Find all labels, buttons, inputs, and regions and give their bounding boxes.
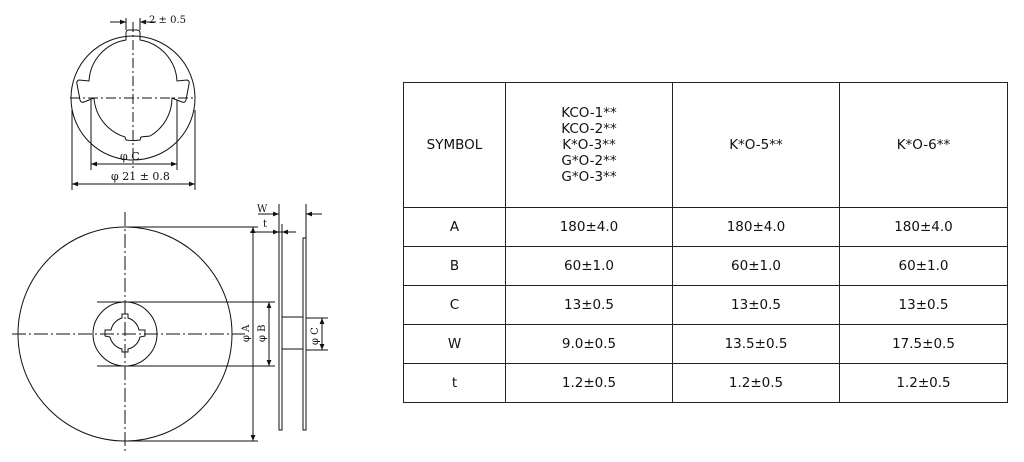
series-1-line: K*O-3** <box>562 137 616 153</box>
flange-edge-left <box>278 231 283 431</box>
header-symbol: SYMBOL <box>403 82 506 208</box>
reel-front-view <box>12 204 328 452</box>
row-value: 9.0±0.5 <box>505 324 673 364</box>
row-symbol: A <box>403 207 506 247</box>
dia-b-label: φ B <box>257 324 268 342</box>
series-1-line: KCO-2** <box>561 121 617 137</box>
row-symbol: B <box>403 246 506 286</box>
header-series-2: K*O-5** <box>672 82 840 208</box>
table-row: t 1.2±0.5 1.2±0.5 1.2±0.5 <box>403 363 1008 403</box>
row-value: 17.5±0.5 <box>839 324 1008 364</box>
row-value: 13±0.5 <box>505 285 673 325</box>
row-symbol: t <box>403 363 506 403</box>
row-value: 60±1.0 <box>505 246 673 286</box>
dia-a-label: φ A <box>241 324 252 342</box>
flange-edge-right <box>302 237 307 431</box>
row-value: 1.2±0.5 <box>672 363 840 403</box>
table-row: C 13±0.5 13±0.5 13±0.5 <box>403 285 1008 325</box>
row-value: 180±4.0 <box>839 207 1008 247</box>
hub-keyed-opening <box>76 29 190 142</box>
thickness-t-label: t <box>263 219 267 230</box>
row-value: 1.2±0.5 <box>505 363 673 403</box>
row-symbol: C <box>403 285 506 325</box>
dimension-table: SYMBOL KCO-1** KCO-2** K*O-3** G*O-2** G… <box>403 82 1008 403</box>
row-value: 13±0.5 <box>839 285 1008 325</box>
inner-diameter-label: φ C <box>120 150 140 163</box>
row-value: 13.5±0.5 <box>672 324 840 364</box>
row-value: 13±0.5 <box>672 285 840 325</box>
width-w-label: W <box>257 204 268 215</box>
row-value: 1.2±0.5 <box>839 363 1008 403</box>
dia-c-label: φ C <box>310 327 321 345</box>
row-value: 60±1.0 <box>839 246 1008 286</box>
header-series-1: KCO-1** KCO-2** K*O-3** G*O-2** G*O-3** <box>505 82 673 208</box>
key-width-label: 2 ± 0.5 <box>149 15 186 26</box>
row-symbol: W <box>403 324 506 364</box>
series-1-line: G*O-2** <box>561 153 617 169</box>
center-keyed-hole <box>104 313 146 353</box>
reel-drawing: 2 ± 0.5 φ C φ 21 ± 0.8 <box>12 15 328 452</box>
row-value: 180±4.0 <box>672 207 840 247</box>
series-1-line: KCO-1** <box>561 105 617 121</box>
table-row: B 60±1.0 60±1.0 60±1.0 <box>403 246 1008 286</box>
table-row: A 180±4.0 180±4.0 180±4.0 <box>403 207 1008 247</box>
hub-diameter-label: φ 21 ± 0.8 <box>111 170 170 183</box>
hub-detail-view <box>70 18 196 190</box>
row-value: 60±1.0 <box>672 246 840 286</box>
table-row: W 9.0±0.5 13.5±0.5 17.5±0.5 <box>403 324 1008 364</box>
row-value: 180±4.0 <box>505 207 673 247</box>
series-1-line: G*O-3** <box>561 169 617 185</box>
header-series-3: K*O-6** <box>839 82 1008 208</box>
table-header-row: SYMBOL KCO-1** KCO-2** K*O-3** G*O-2** G… <box>403 82 1008 208</box>
